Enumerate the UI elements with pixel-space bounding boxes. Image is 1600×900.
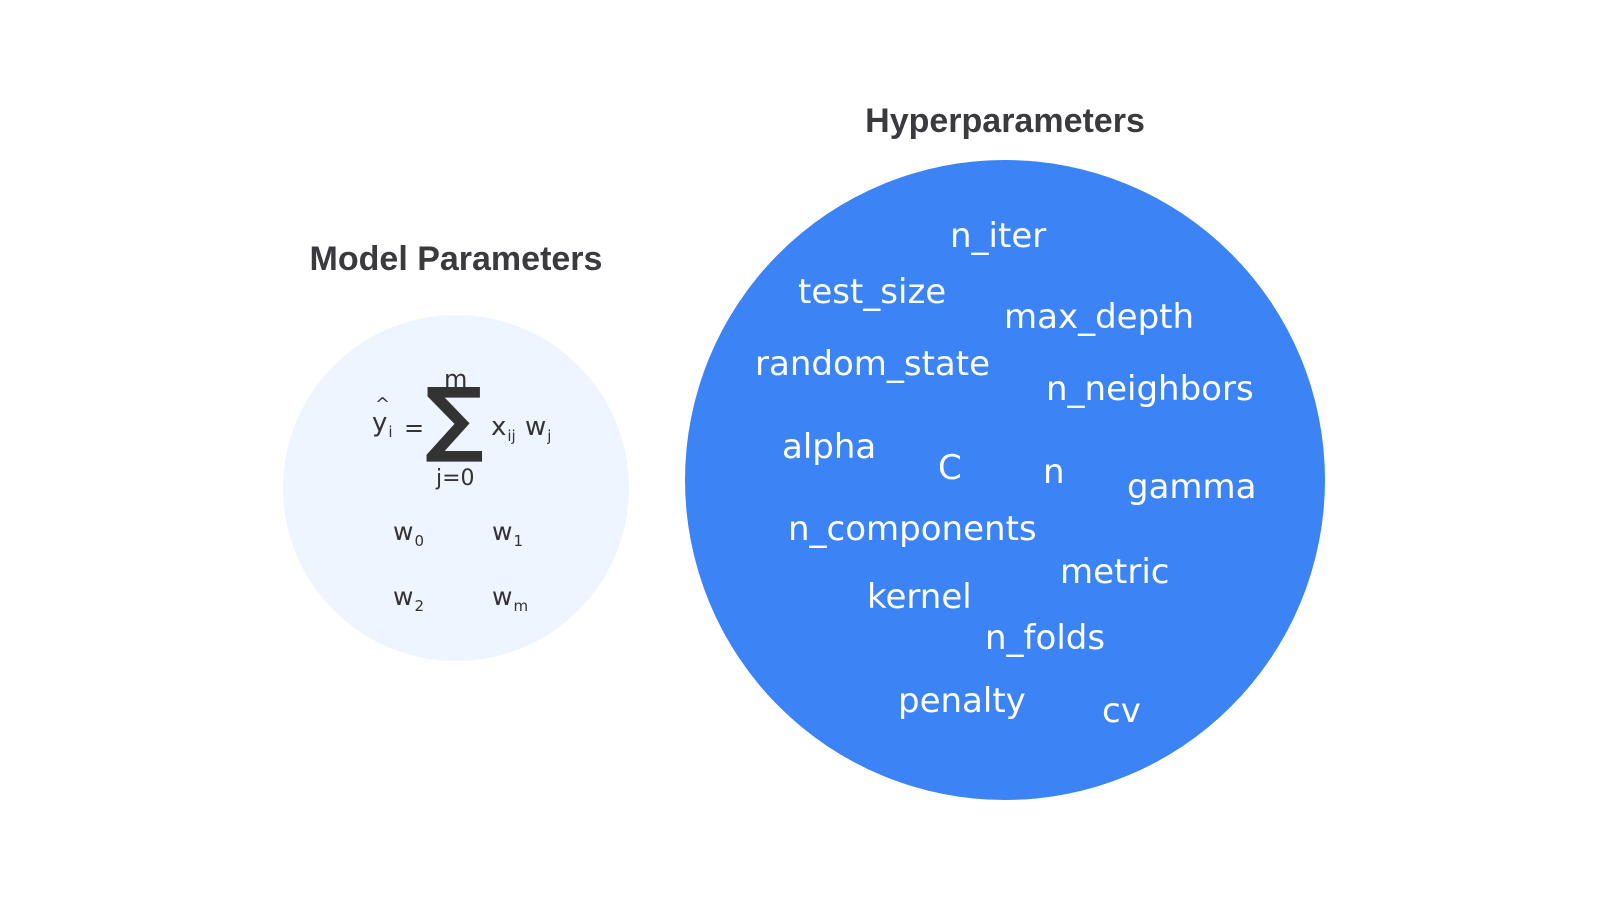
formula-term-w: wj [525,412,551,445]
hyperparameter-test-size: test_size [798,272,947,312]
hyperparameter-penalty: penalty [898,681,1026,721]
weight-w2-base: w [393,582,414,611]
formula-x-symbol: x [491,412,507,442]
hyperparameter-c: C [938,448,962,488]
hyperparameter-max-depth: max_depth [1004,297,1195,337]
weight-w1: w1 [492,517,523,550]
weight-w2-sub: 2 [414,597,424,615]
formula-lhs-symbol: y [372,408,388,438]
hyperparameter-random-state: random_state [755,344,990,384]
formula-lhs-subscript: i [388,423,393,441]
hyperparameter-n-neighbors: n_neighbors [1046,369,1254,409]
hyperparameter-gamma: gamma [1127,467,1257,507]
weight-w0-base: w [393,517,414,546]
weight-w1-sub: 1 [513,532,523,550]
hyperparameters-title: Hyperparameters [865,102,1145,140]
hyperparameter-n: n [1043,452,1065,492]
hyperparameter-n-components: n_components [788,509,1037,549]
weight-w0-sub: 0 [414,532,424,550]
model-parameters-circle [283,315,629,661]
hyperparameter-alpha: alpha [782,427,877,467]
weight-wm-sub: m [513,597,529,615]
formula-equals: = [404,414,425,442]
weight-wm: wm [492,582,528,615]
hyperparameter-kernel: kernel [867,577,972,617]
formula-lhs: ^ y i [372,394,393,441]
hyperparameter-n-folds: n_folds [985,618,1106,658]
weight-w2: w2 [393,582,424,615]
formula-term-x: xij [491,412,516,445]
formula-lhs-hat: ^ [375,394,391,415]
formula-upper-limit: m [444,365,468,393]
formula-lower-limit: j=0 [436,466,475,491]
weight-w1-base: w [492,517,513,546]
weight-wm-base: w [492,582,513,611]
formula-w-symbol: w [525,412,547,442]
weight-w0: w0 [393,517,424,550]
hyperparameters-circle [685,160,1325,800]
formula-x-subscript: ij [507,427,516,445]
model-parameters-title: Model Parameters [309,240,603,278]
hyperparameter-metric: metric [1060,552,1170,592]
hyperparameter-n-iter: n_iter [950,216,1047,256]
hyperparameter-cv: cv [1102,691,1141,731]
formula-sigma: ∑ [425,371,484,466]
formula-w-subscript: j [547,427,552,445]
